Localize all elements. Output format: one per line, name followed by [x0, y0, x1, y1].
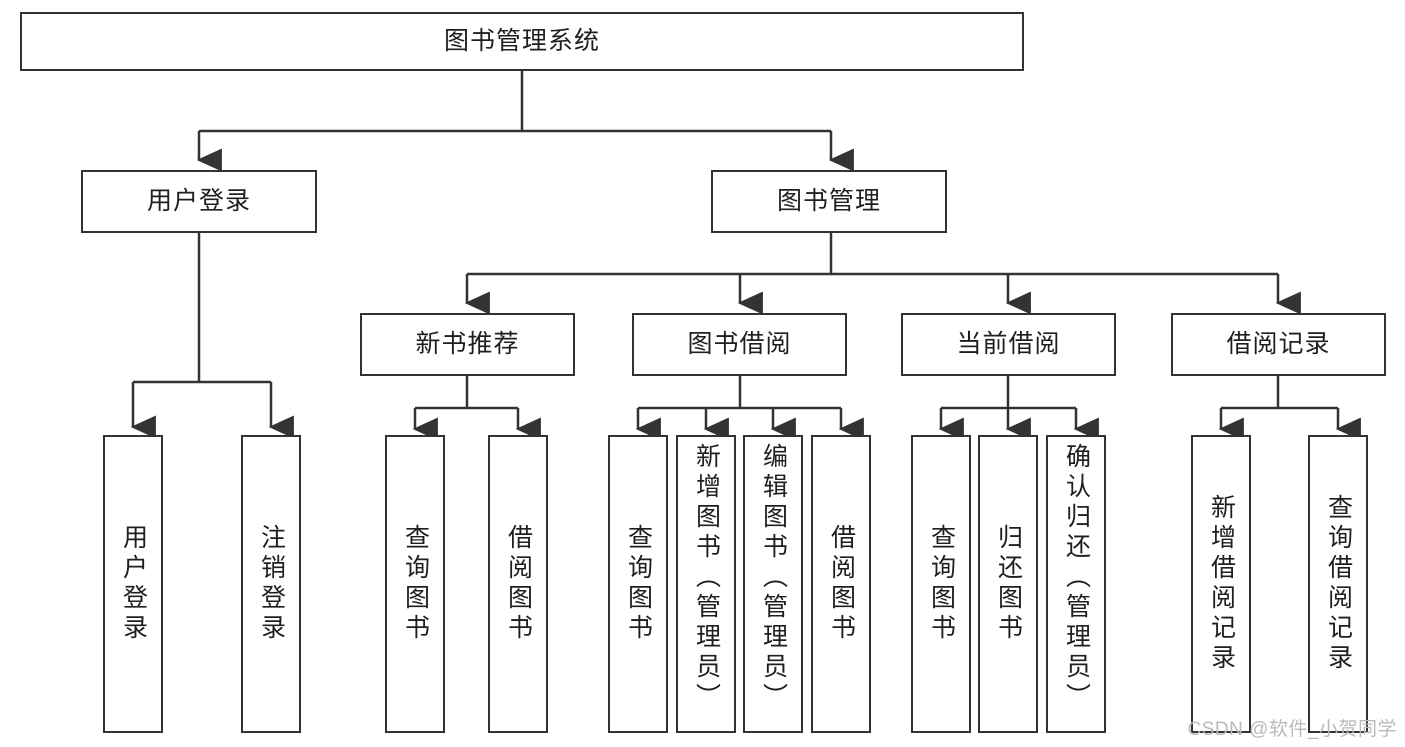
- node-label: 新书推荐: [415, 330, 520, 359]
- node-label: 用户登录: [119, 524, 148, 644]
- leaf-current-borrow-return-book[interactable]: 归还图书: [978, 435, 1038, 733]
- node-root-book-management-system[interactable]: 图书管理系统: [20, 12, 1024, 71]
- node-label: 编辑图书（管理员）: [759, 443, 788, 713]
- leaf-new-book-borrow-book[interactable]: 借阅图书: [488, 435, 548, 733]
- node-label: 新增图书（管理员）: [692, 443, 721, 713]
- node-user-login[interactable]: 用户登录: [81, 170, 317, 233]
- node-label: 借阅记录: [1226, 330, 1331, 359]
- node-label: 新增借阅记录: [1207, 494, 1236, 674]
- leaf-book-borrow-add-book-admin[interactable]: 新增图书（管理员）: [676, 435, 736, 733]
- node-new-book-recommend[interactable]: 新书推荐: [360, 313, 575, 376]
- node-label: 查询图书: [927, 524, 956, 644]
- watermark-text: CSDN @软件_小贺同学: [1187, 719, 1397, 740]
- leaf-user-login-login[interactable]: 用户登录: [103, 435, 163, 733]
- leaf-book-borrow-query-book[interactable]: 查询图书: [608, 435, 668, 733]
- node-label: 图书借阅: [687, 330, 792, 359]
- node-label: 确认归还（管理员）: [1062, 443, 1091, 713]
- node-label: 借阅图书: [504, 524, 533, 644]
- node-label: 归还图书: [994, 524, 1023, 644]
- node-book-management[interactable]: 图书管理: [711, 170, 947, 233]
- node-label: 查询图书: [624, 524, 653, 644]
- leaf-borrow-record-add-record[interactable]: 新增借阅记录: [1191, 435, 1251, 733]
- node-label: 查询借阅记录: [1324, 494, 1353, 674]
- node-book-borrow[interactable]: 图书借阅: [632, 313, 847, 376]
- node-current-borrow[interactable]: 当前借阅: [901, 313, 1116, 376]
- leaf-user-login-logout[interactable]: 注销登录: [241, 435, 301, 733]
- node-label: 用户登录: [146, 187, 251, 216]
- leaf-borrow-record-query-record[interactable]: 查询借阅记录: [1308, 435, 1368, 733]
- leaf-current-borrow-confirm-return-admin[interactable]: 确认归还（管理员）: [1046, 435, 1106, 733]
- leaf-book-borrow-borrow-book[interactable]: 借阅图书: [811, 435, 871, 733]
- leaf-new-book-query-book[interactable]: 查询图书: [385, 435, 445, 733]
- node-label: 查询图书: [401, 524, 430, 644]
- node-label: 图书管理: [776, 187, 881, 216]
- node-label: 当前借阅: [956, 330, 1061, 359]
- leaf-current-borrow-query-book[interactable]: 查询图书: [911, 435, 971, 733]
- node-label: 借阅图书: [827, 524, 856, 644]
- leaf-book-borrow-edit-book-admin[interactable]: 编辑图书（管理员）: [743, 435, 803, 733]
- node-borrow-record[interactable]: 借阅记录: [1171, 313, 1386, 376]
- node-label: 图书管理系统: [443, 27, 600, 56]
- node-label: 注销登录: [257, 524, 286, 644]
